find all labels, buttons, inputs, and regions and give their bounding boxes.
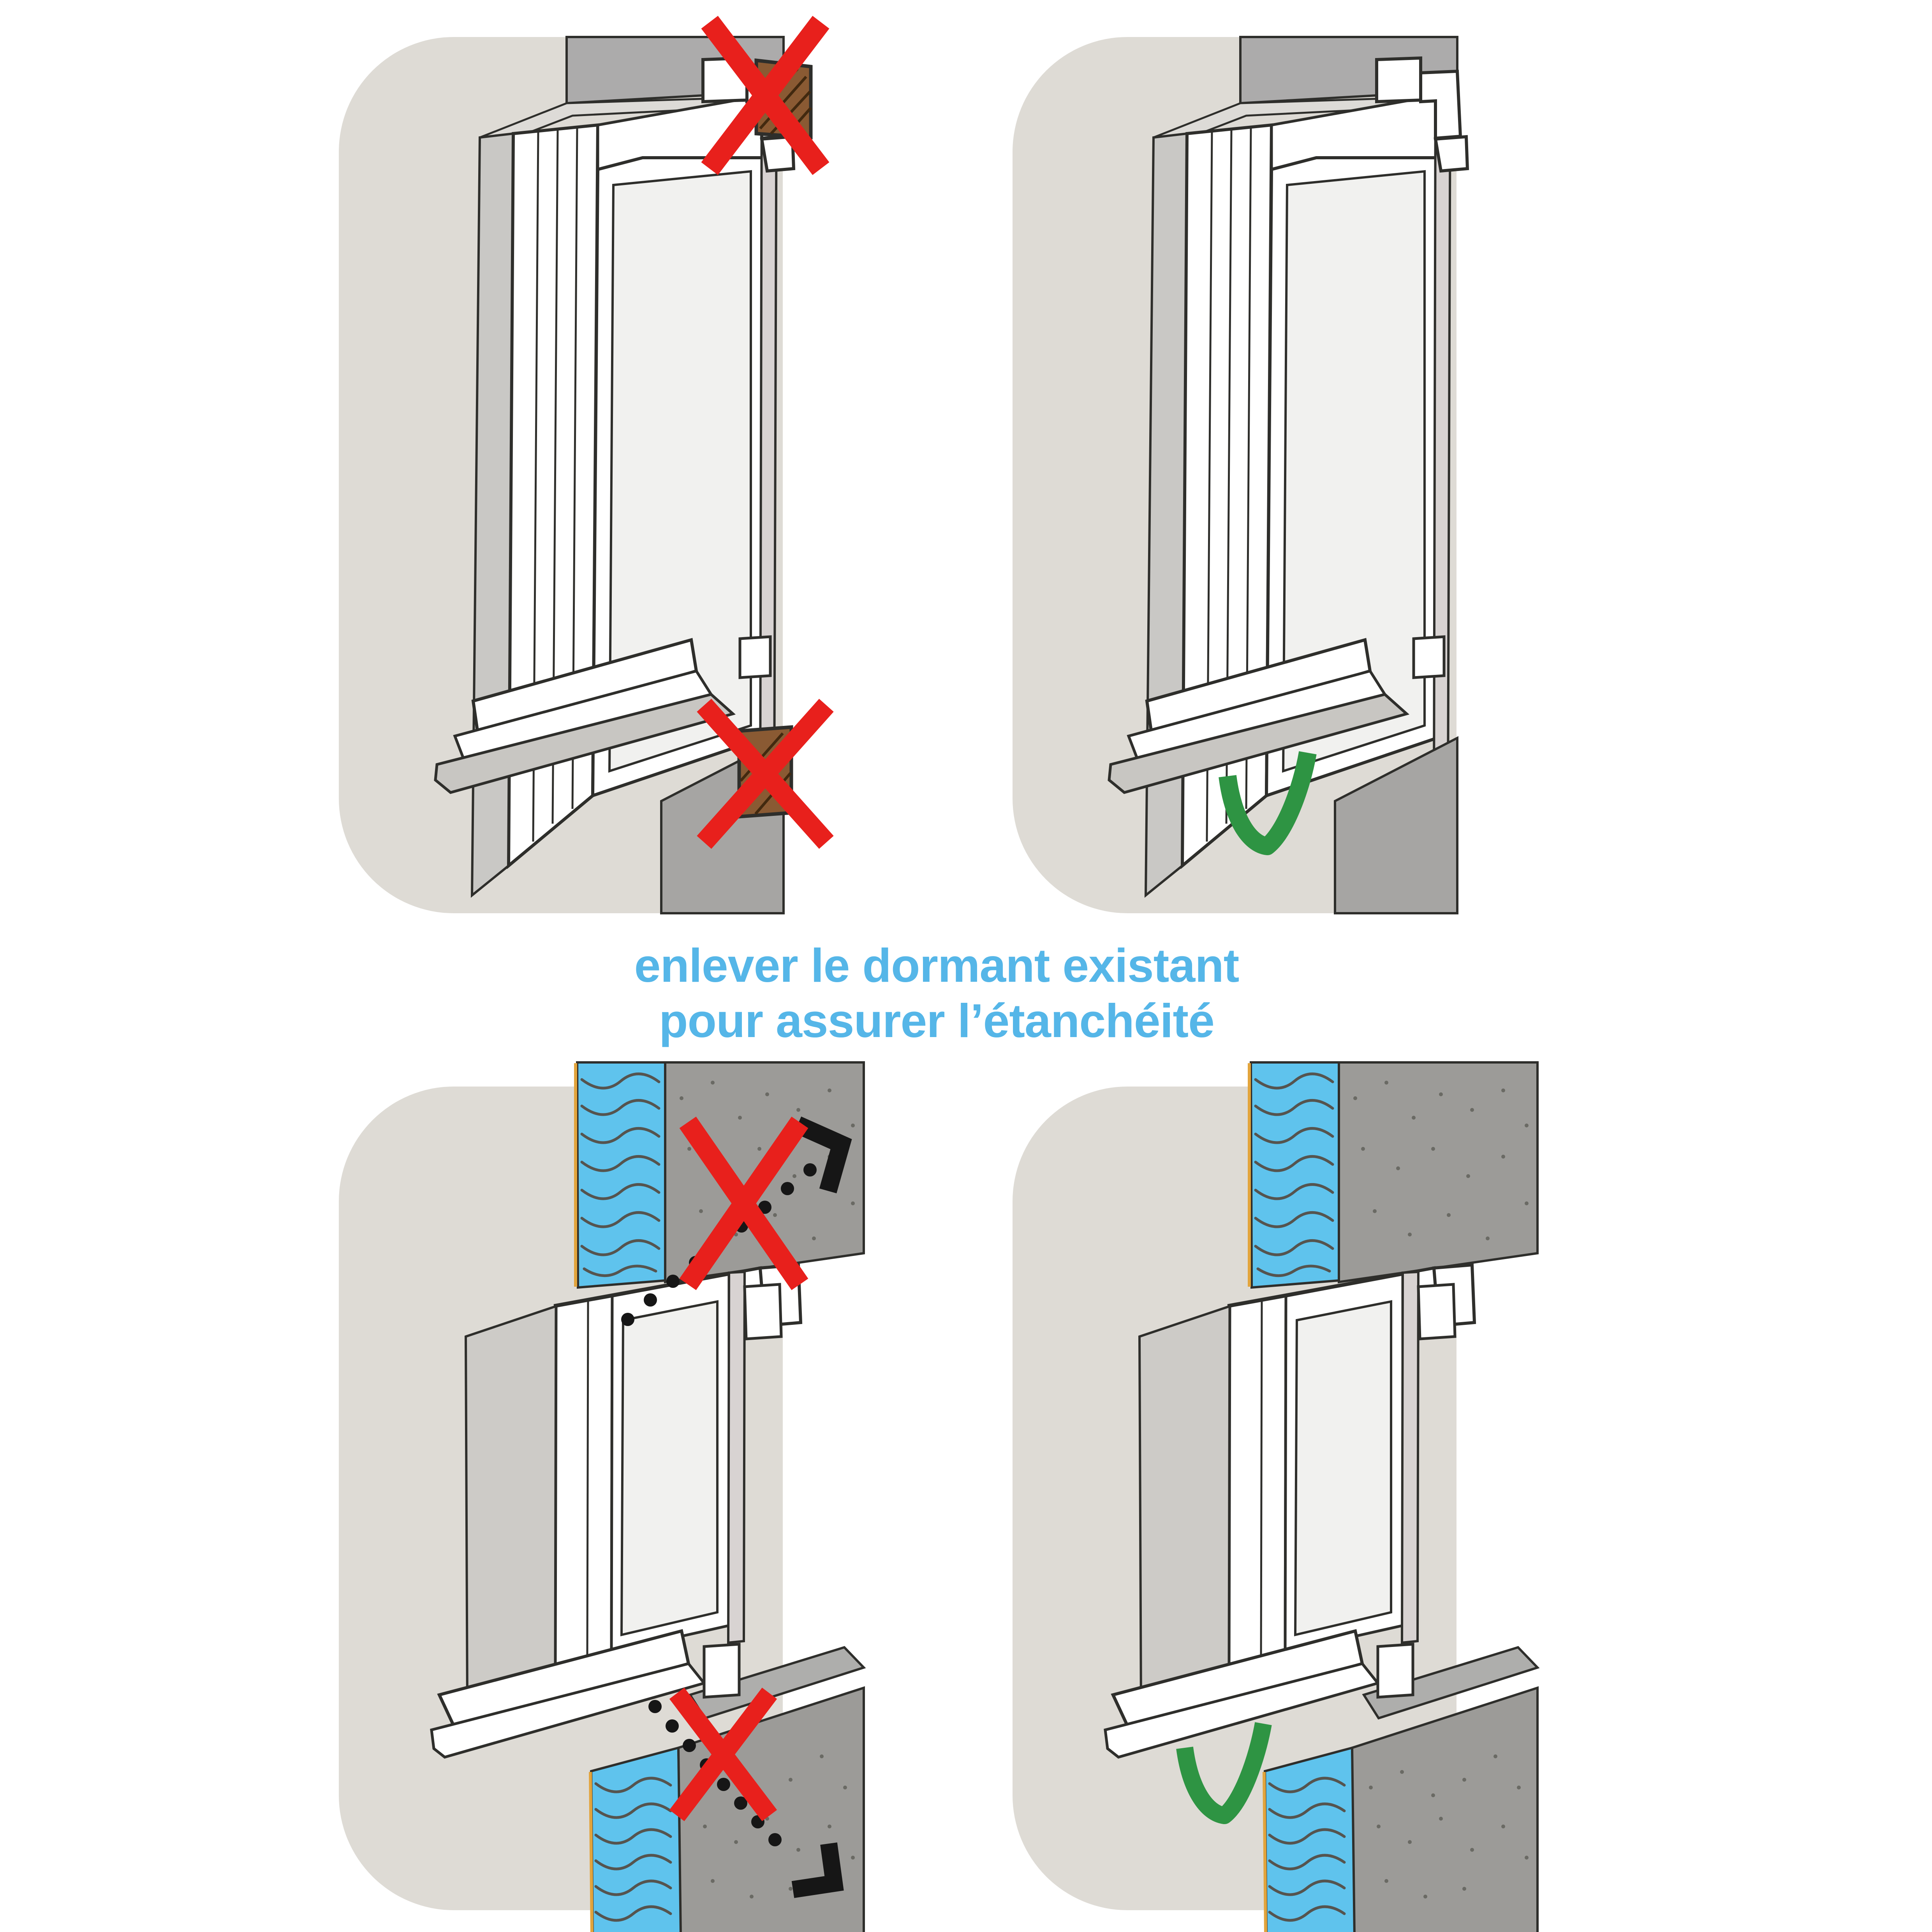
window-section-sketch bbox=[434, 16, 834, 914]
panel-air-leak-wrong bbox=[339, 1061, 866, 1932]
insulation-batt-top bbox=[1248, 1061, 1340, 1289]
caption-text: enlever le dormant existant pour assurer… bbox=[0, 938, 1873, 1048]
leak-arrow-icon bbox=[794, 1116, 852, 1194]
glazing-strip bbox=[1432, 81, 1452, 799]
caption-line-1: enlever le dormant existant bbox=[634, 939, 1240, 992]
window-sill bbox=[1104, 1629, 1540, 1759]
red-x-icon bbox=[697, 699, 834, 849]
window-section-sketch bbox=[430, 1061, 866, 1932]
air-leak-path-top bbox=[621, 1116, 852, 1326]
concrete-wall-bottom bbox=[1351, 1686, 1539, 1932]
green-check-icon bbox=[1219, 751, 1317, 855]
glazing-strip bbox=[759, 81, 778, 799]
glass-pane bbox=[1294, 1300, 1392, 1636]
concrete-wall-top bbox=[1338, 1061, 1539, 1284]
window-frame bbox=[1138, 1263, 1476, 1712]
glass-pane bbox=[1282, 170, 1426, 773]
window-sill bbox=[430, 1629, 866, 1759]
panel-frame-removed-right bbox=[1013, 36, 1469, 914]
glass-pane bbox=[620, 1300, 719, 1636]
panel-frame-kept-wrong bbox=[339, 16, 834, 914]
insulation-batt-bottom bbox=[589, 1746, 683, 1932]
window-section-sketch bbox=[1108, 36, 1469, 914]
red-x-icon bbox=[679, 1117, 808, 1290]
panel-sealed-right bbox=[1013, 1061, 1540, 1932]
leak-arrow-icon bbox=[791, 1842, 844, 1898]
insulation-batt-top bbox=[574, 1061, 666, 1289]
glazing-strip bbox=[1400, 1270, 1420, 1644]
caption-line-2: pour assurer l’étanchéité bbox=[659, 994, 1215, 1047]
glazing-strip bbox=[727, 1270, 746, 1644]
window-sill bbox=[1108, 635, 1458, 914]
window-section-sketch bbox=[1104, 1061, 1540, 1932]
red-x-icon bbox=[669, 1687, 777, 1821]
green-check-icon bbox=[1176, 1722, 1272, 1824]
insulation-batt-bottom bbox=[1263, 1746, 1356, 1932]
red-x-icon bbox=[701, 16, 830, 175]
glass-pane bbox=[608, 170, 752, 773]
